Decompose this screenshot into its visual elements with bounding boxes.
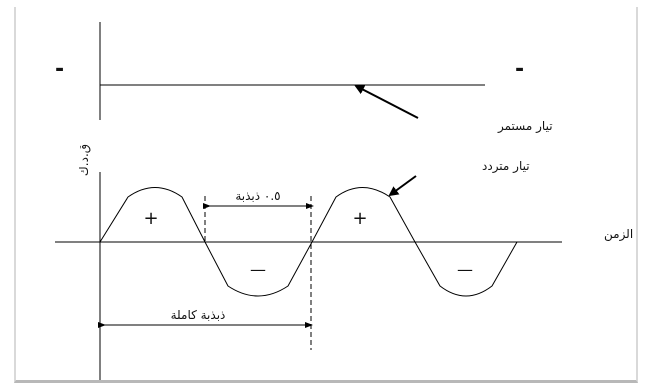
full-cycle-label: ذبذبة كاملة	[171, 308, 226, 322]
dc-label: تيار مستمر	[497, 119, 553, 134]
dc-left-sign: -	[55, 57, 64, 82]
ac-sine-wave	[99, 187, 518, 297]
negative-half-sign-1: —	[250, 260, 266, 279]
negative-half-sign-2: —	[457, 260, 473, 279]
diagram-frame	[14, 7, 638, 383]
dc-right-sign: -	[515, 57, 524, 82]
ac-label: تيار متردد	[482, 159, 530, 174]
ac-label-arrow	[388, 175, 417, 197]
dc-label-arrow	[354, 85, 419, 119]
ac-x-axis-label: الزمن	[604, 227, 633, 242]
positive-half-sign-2: +	[352, 208, 367, 229]
half-cycle-label: ٠.٥ ذبذبة	[235, 189, 280, 203]
positive-half-sign-1: +	[143, 208, 158, 229]
ac-y-axis-label: ق.د.ك	[77, 144, 91, 176]
